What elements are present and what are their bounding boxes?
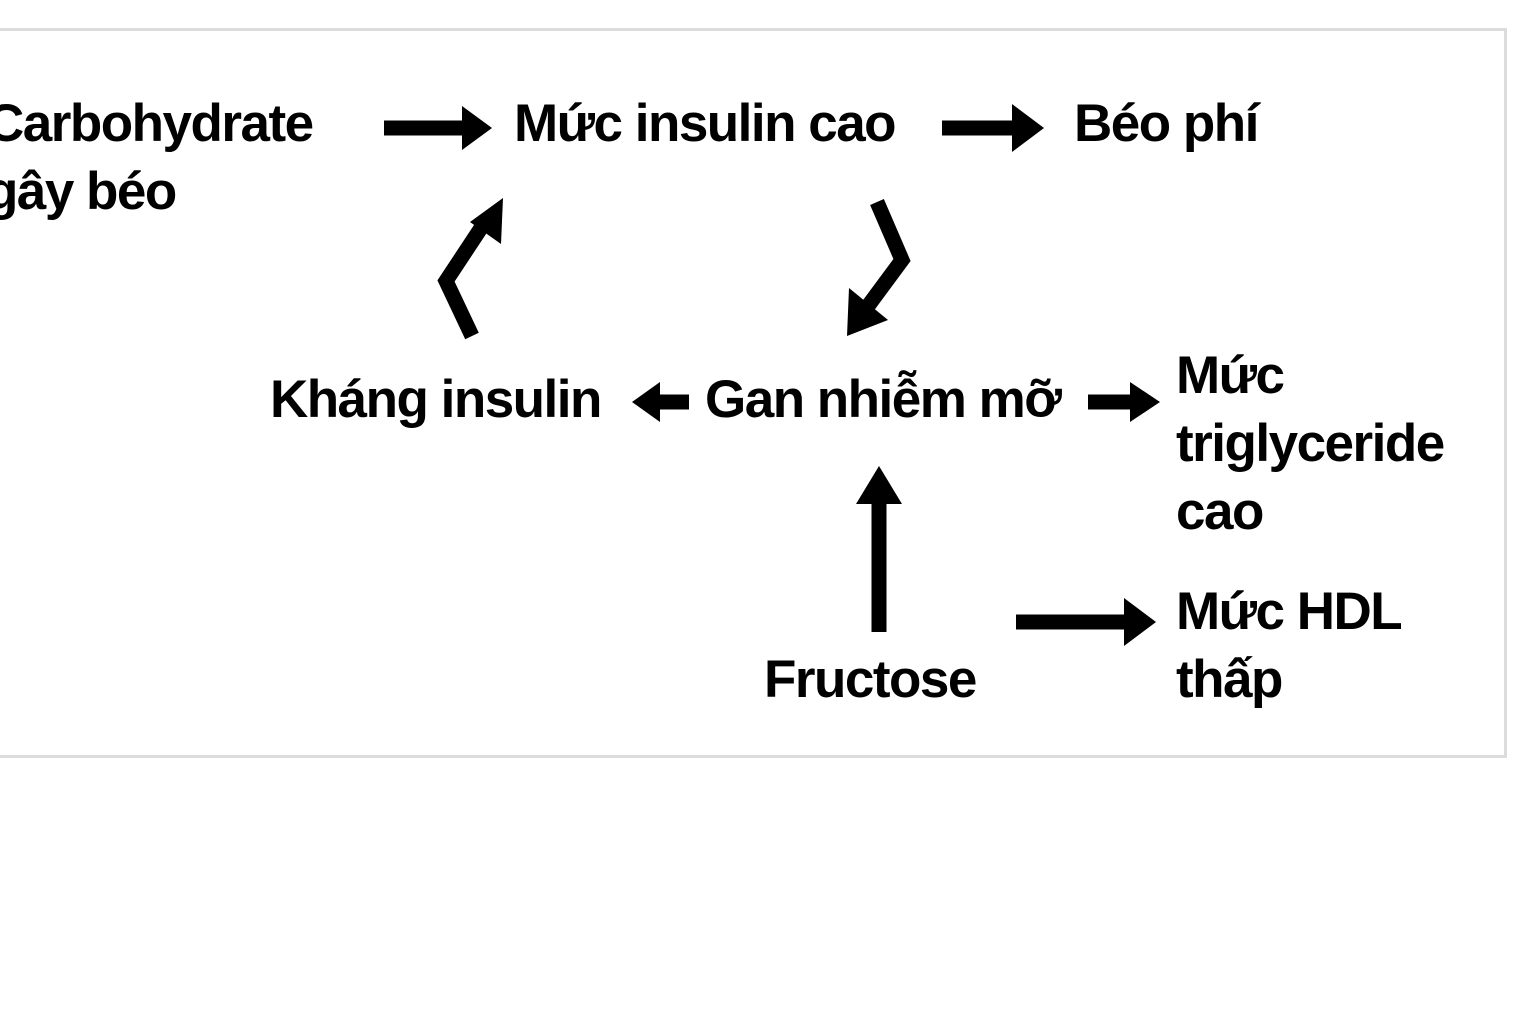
node-low-hdl-line1: Mức HDL bbox=[1176, 582, 1403, 641]
node-fatty-liver: Gan nhiễm mỡ bbox=[705, 370, 1062, 429]
node-low-hdl-line2: thấp bbox=[1176, 650, 1283, 709]
node-carbohydrate: Carbohydrate gây béo bbox=[0, 90, 314, 226]
node-high-triglyceride-line3: cao bbox=[1176, 482, 1264, 541]
node-obesity: Béo phí bbox=[1074, 94, 1259, 153]
node-high-triglyceride-line2: triglyceride bbox=[1176, 414, 1445, 473]
arrow-insulin-to-obesity bbox=[942, 104, 1044, 152]
arrow-fatty-liver-to-resistance bbox=[632, 382, 689, 422]
arrow-carb-to-insulin bbox=[384, 106, 492, 150]
node-carbohydrate-line1: Carbohydrate bbox=[0, 94, 314, 153]
node-low-hdl: Mức HDL thấp bbox=[1176, 578, 1403, 714]
node-high-insulin: Mức insulin cao bbox=[514, 94, 897, 153]
node-high-triglyceride: Mức triglyceride cao bbox=[1176, 342, 1445, 546]
arrow-fatty-liver-to-triglyceride bbox=[1088, 382, 1160, 422]
arrow-resistance-to-insulin bbox=[437, 198, 503, 340]
node-fructose: Fructose bbox=[764, 650, 977, 709]
node-high-triglyceride-line1: Mức bbox=[1176, 346, 1285, 405]
arrow-insulin-to-fatty-liver bbox=[847, 199, 911, 336]
arrow-fructose-to-fatty-liver bbox=[856, 466, 902, 632]
arrow-fructose-to-hdl bbox=[1016, 598, 1156, 646]
node-insulin-resistance: Kháng insulin bbox=[270, 370, 602, 429]
diagram-frame bbox=[0, 28, 1507, 758]
node-carbohydrate-line2: gây béo bbox=[0, 162, 177, 221]
